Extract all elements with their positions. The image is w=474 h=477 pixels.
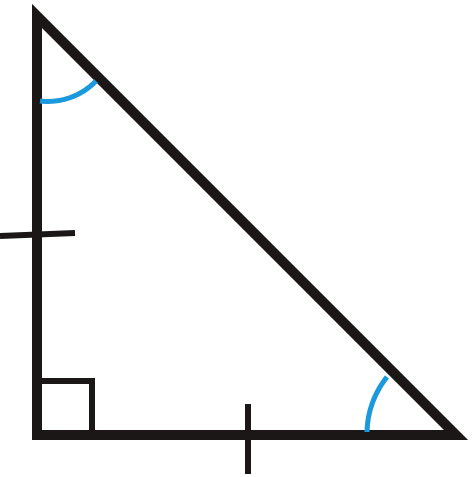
right-angle-marker: [40, 378, 95, 432]
triangle-outline: [32, 3, 469, 440]
top-angle-arc: [39, 79, 98, 104]
vertical-leg-tick-mark: [0, 230, 76, 239]
bottom-right-angle-arc: [364, 375, 389, 433]
